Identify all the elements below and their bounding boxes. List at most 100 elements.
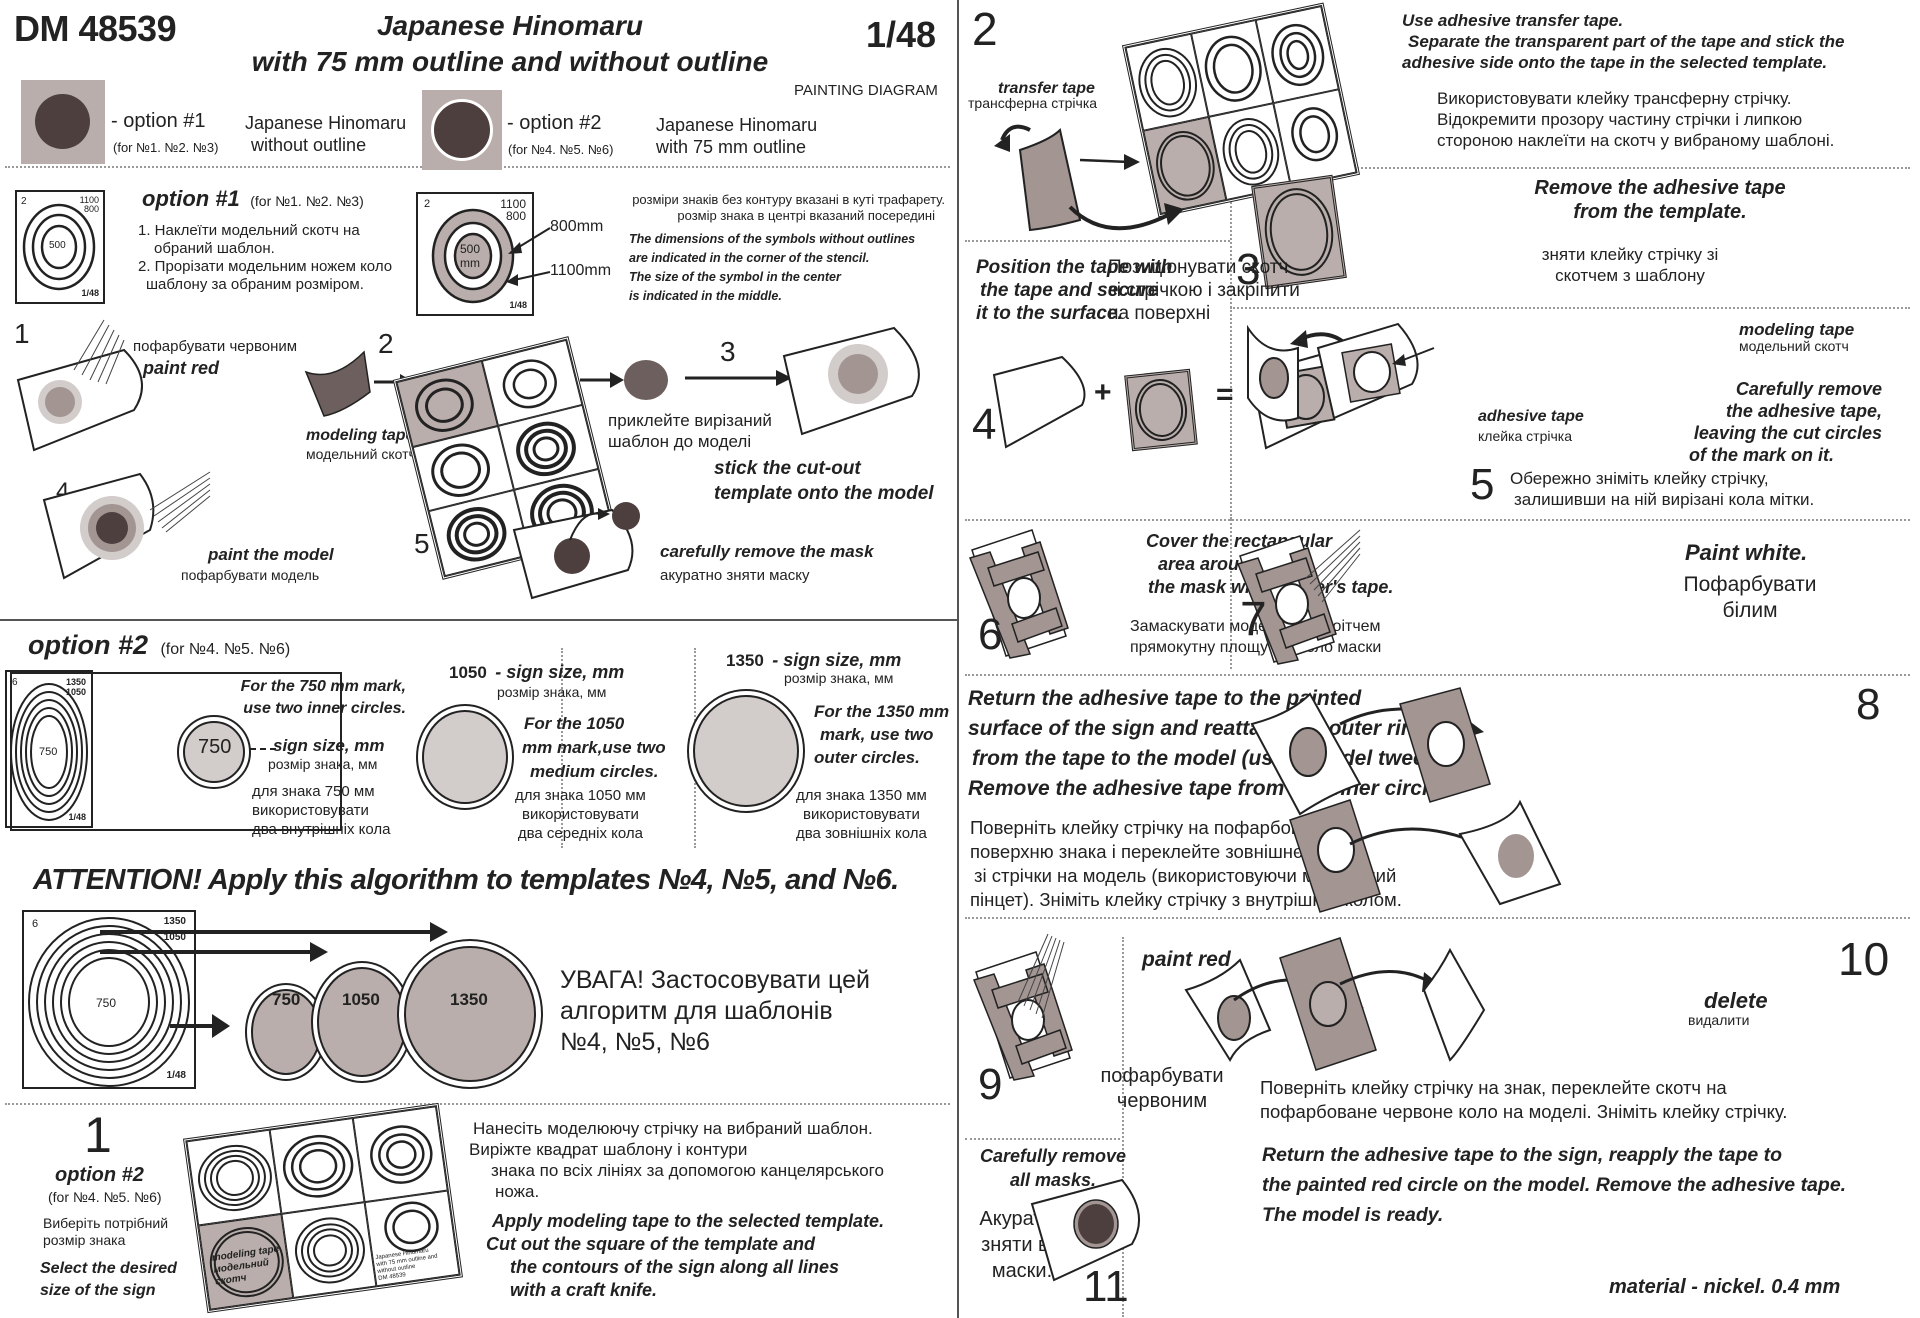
wing-paint-model-illustration bbox=[42, 471, 211, 580]
step4-en-3: it to the surface. bbox=[976, 303, 1123, 324]
sheet-cell-4 bbox=[497, 404, 599, 491]
step-number: 8 bbox=[1856, 680, 1881, 729]
template-number: 6 bbox=[12, 677, 18, 688]
step7-ua: Пофарбувати білим bbox=[1660, 572, 1840, 624]
step9-ua-2: червоним bbox=[1116, 1090, 1208, 1112]
modeling-tape-en: modeling tape bbox=[306, 427, 415, 444]
option2-desc-line1: Japanese Hinomaru bbox=[656, 115, 818, 135]
step11-ua-3: маски. bbox=[991, 1260, 1053, 1282]
sheet-cell-6-taped bbox=[1143, 116, 1227, 214]
step4-en: Position the tape with the tape and secu… bbox=[976, 256, 1172, 325]
note-ua-1: розміри знаків без контуру вказані в кут… bbox=[632, 192, 945, 207]
attention-arrows bbox=[100, 922, 448, 1038]
attention-circle-1350: 1350 bbox=[450, 990, 488, 1009]
sheet-cell-2 bbox=[481, 339, 583, 426]
option1-instructions: 1. Наклеїти модельний скотч на обраний ш… bbox=[138, 222, 392, 294]
step2-ua: Використовувати клейку трансферну стрічк… bbox=[1437, 88, 1834, 151]
sheet-cell-1 bbox=[352, 1106, 448, 1203]
step-number: 4 bbox=[972, 400, 997, 449]
mark-1050-label-ua: розмір знака, мм bbox=[497, 684, 607, 700]
product-code: DM 48539 bbox=[14, 8, 177, 49]
note-ua-3: два середніх кола bbox=[517, 825, 643, 842]
hinomaru-outlined-mark-icon bbox=[431, 99, 493, 161]
attention-circles bbox=[245, 939, 543, 1089]
transfer-tape-en: transfer tape bbox=[998, 80, 1095, 97]
step8-ua-4: пінцет). Зніміть клейку стрічку з внутрі… bbox=[970, 889, 1402, 910]
attention-ua-2: алгоритм для шаблонів bbox=[560, 997, 833, 1025]
step3-ua: приклейте вирізаний шаблон до моделі bbox=[608, 410, 772, 452]
step11-en-1: Carefully remove bbox=[979, 1146, 1127, 1166]
step3-en: Remove the adhesive tape from the templa… bbox=[1520, 176, 1800, 224]
instruction-2b: шаблону за обраним розміром. bbox=[146, 276, 364, 293]
step2-ua-3: стороною наклеїти на скотч у вибраному ш… bbox=[1437, 131, 1835, 150]
mark-1050-icon bbox=[416, 704, 514, 810]
step5-en-3: leaving the cut circles bbox=[1693, 423, 1882, 443]
attention-divider bbox=[5, 1103, 950, 1105]
step10-en-3: The model is ready. bbox=[1262, 1204, 1444, 1226]
select-size-en: Select the desired size of the sign bbox=[40, 1258, 177, 1302]
option2-label: - option #2 bbox=[507, 112, 602, 134]
center-unit: mm bbox=[460, 256, 481, 270]
step2-en-3: adhesive side onto the tape in the selec… bbox=[1402, 53, 1828, 72]
step2-ua-2: Відокремити прозору частину стрічки і ли… bbox=[1437, 110, 1803, 129]
step2-en: Use adhesive transfer tape. Separate the… bbox=[1402, 10, 1844, 73]
template-sheet-step2-illustration bbox=[1121, 2, 1361, 218]
option1-heading: option #1 (for №1. №2. №3) bbox=[142, 186, 364, 212]
wing-blank-icon bbox=[992, 355, 1086, 449]
step3-en-1: Remove the adhesive tape bbox=[1534, 177, 1786, 199]
page-title: Japanese Hinomaru with 75 mm outline and… bbox=[230, 8, 790, 80]
concentric-circles-icon bbox=[10, 683, 88, 821]
mark-1050-value: 1050 bbox=[449, 663, 487, 682]
step1-ua-1: Нанесіть моделюючу стрічку на вибраний ш… bbox=[473, 1119, 873, 1138]
option2-heading: option #2 (for №4. №5. №6) bbox=[28, 630, 290, 661]
scale-label: 1/48 bbox=[866, 14, 937, 55]
mark-1050-label-en: - sign size, mm bbox=[495, 662, 625, 682]
step10-en-1: Return the adhesive tape to the sign, re… bbox=[1262, 1144, 1783, 1166]
option2-step1-en: Apply modeling tape to the selected temp… bbox=[486, 1210, 884, 1302]
option2-for: (for №4. №5. №6) bbox=[508, 142, 614, 157]
sheet-cell-5 bbox=[1125, 33, 1209, 131]
plus-sign: + bbox=[1094, 376, 1112, 409]
step10-ua-2: пофарбоване червоне коло на моделі. Знім… bbox=[1260, 1101, 1788, 1122]
attention-circle-1050: 1050 bbox=[342, 990, 380, 1009]
step-number: 1 bbox=[84, 1107, 112, 1163]
step10-en: Return the adhesive tape to the sign, re… bbox=[1262, 1140, 1846, 1230]
step5-en-4: of the mark on it. bbox=[1688, 445, 1834, 465]
step8-ua-2: поверхню знака і переклейте зовнішнє кіл… bbox=[970, 841, 1361, 862]
note-ua-1: для знака 1050 мм bbox=[515, 787, 646, 804]
size-top: 1350 bbox=[163, 916, 186, 927]
mark-1350-label-en: - sign size, mm bbox=[772, 650, 902, 670]
mark-1050-note-ua: для знака 1050 мм використовувати два се… bbox=[515, 786, 646, 843]
step5-en: carefully remove the mask bbox=[660, 542, 874, 561]
attention-ua-3: №4, №5, №6 bbox=[560, 1028, 710, 1056]
step4-en: paint the model bbox=[208, 545, 334, 564]
note-en-2: use two inner circles. bbox=[243, 700, 406, 717]
note-en-3: medium circles. bbox=[530, 762, 659, 781]
size-bottom: 800 bbox=[83, 204, 99, 214]
mark-750-label-en: sign size, mm bbox=[273, 736, 385, 755]
template-number: 6 bbox=[32, 918, 39, 930]
option1-title: option #1 bbox=[142, 186, 240, 211]
step3-en-2: from the template. bbox=[1573, 201, 1747, 223]
template-center-size: 500 bbox=[49, 240, 66, 251]
painting-diagram-label: PAINTING DIAGRAM bbox=[794, 82, 938, 99]
right-divider-v2 bbox=[1230, 519, 1232, 669]
instruction-1b: обраний шаблон. bbox=[154, 240, 275, 257]
step5-en-1: Carefully remove bbox=[1735, 379, 1882, 399]
step3-ua-1: приклейте вирізаний bbox=[608, 411, 772, 430]
step5-ua: Обережно зніміть клейку стрічку, залишив… bbox=[1510, 468, 1814, 510]
step10-ua: Поверніть клейку стрічку на знак, перекл… bbox=[1260, 1076, 1787, 1124]
concentric-circles-icon bbox=[22, 203, 96, 291]
option1-desc-line2: without outline bbox=[251, 135, 367, 155]
template-sheet-illustration bbox=[392, 336, 619, 580]
mark-1350-note-en: For the 1350 mm mark, use two outer circ… bbox=[814, 700, 949, 769]
sheet-cell-1 bbox=[1255, 6, 1339, 104]
step-number: 1 bbox=[14, 318, 30, 349]
note-ua-2: використовувати bbox=[521, 806, 639, 823]
